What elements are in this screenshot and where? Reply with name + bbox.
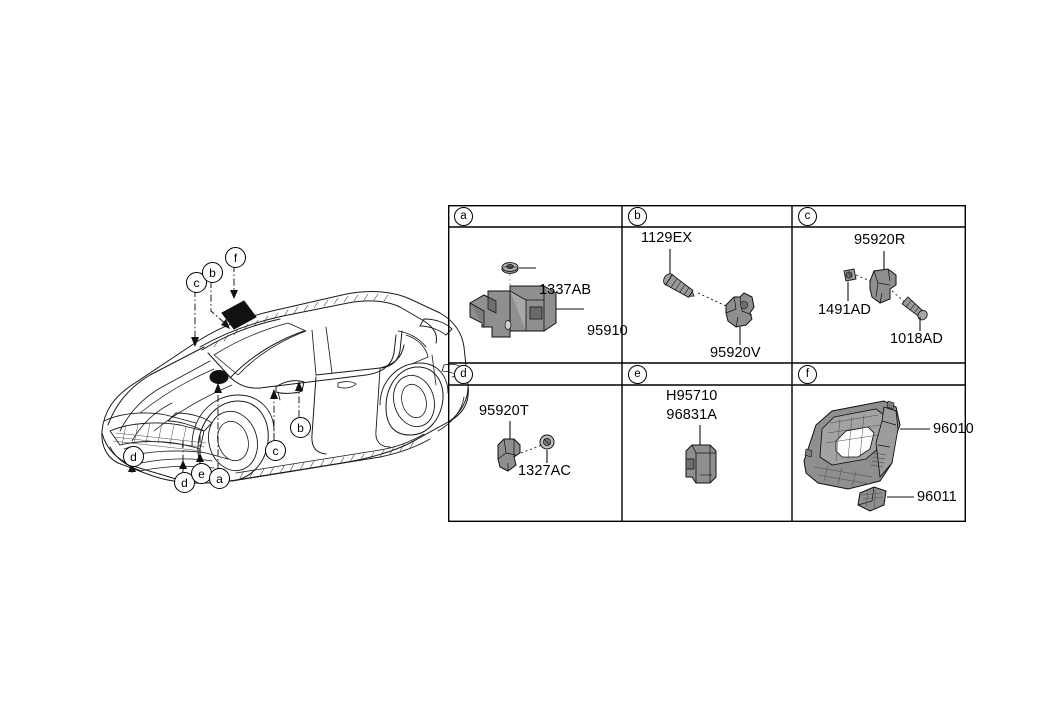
part-art-f — [803, 400, 930, 512]
part-label-1129EX: 1129EX — [641, 230, 693, 246]
part-label-1327AC: 1327AC — [518, 463, 571, 479]
part-module-95910 — [469, 285, 557, 338]
callout-d-bottom[interactable]: d — [174, 472, 195, 493]
part-sensor-95920V — [725, 292, 755, 328]
callout-label: f — [233, 250, 238, 265]
cell-badge-label: b — [634, 209, 641, 222]
cell-c-header: c — [792, 205, 966, 227]
part-art-d — [497, 421, 555, 472]
table-grid — [447, 204, 966, 523]
cell-a-header: a — [448, 205, 622, 227]
part-console-cover-96011 — [857, 486, 887, 512]
callout-b-right[interactable]: b — [290, 417, 311, 438]
part-clip-1327AC — [539, 434, 555, 450]
cell-a-body: 1337AB 95910 — [448, 227, 628, 363]
cell-badge-label: d — [460, 367, 467, 380]
callout-label: e — [198, 466, 205, 481]
part-bolt-1129EX — [663, 273, 695, 298]
cell-badge-label: a — [460, 209, 467, 222]
cell-f: f — [792, 363, 974, 522]
cell-e-header: e — [622, 363, 792, 385]
callout-label: d — [130, 449, 137, 464]
cell-d-header: d — [448, 363, 622, 385]
callout-label: c — [272, 443, 279, 458]
cell-a: a — [448, 205, 628, 363]
part-label-95920V: 95920V — [710, 345, 761, 361]
part-sensor-96831A — [685, 444, 717, 484]
part-label-96010: 96010 — [933, 421, 974, 437]
cell-badge-b: b — [628, 207, 647, 226]
marker-overhead-console — [221, 300, 257, 330]
callout-c-upper[interactable]: c — [186, 272, 207, 293]
cell-badge-label: e — [634, 367, 641, 380]
cell-badge-label: f — [805, 367, 810, 380]
part-label-95920T: 95920T — [479, 403, 529, 419]
part-art-c — [843, 251, 928, 331]
cell-d: d — [448, 363, 622, 522]
callout-label: c — [193, 275, 200, 290]
callout-label: b — [209, 265, 216, 280]
part-art-b — [663, 249, 755, 345]
callout-a-bottom[interactable]: a — [209, 468, 230, 489]
part-nut-1337AB — [501, 262, 519, 274]
cell-b-header: b — [622, 205, 792, 227]
cell-c-body: 95920R 1491AD 1018AD — [792, 227, 966, 363]
part-bolt-1018AD — [901, 296, 928, 321]
cell-badge-e: e — [628, 365, 647, 384]
callout-label: a — [216, 471, 223, 486]
part-sensor-95920T — [497, 438, 521, 472]
part-art-a — [469, 262, 584, 338]
cell-f-body: 96010 96011 — [792, 385, 974, 522]
cell-f-header: f — [792, 363, 966, 385]
cell-badge-c: c — [798, 207, 817, 226]
cell-badge-a: a — [454, 207, 473, 226]
cell-badge-label: c — [804, 209, 811, 222]
part-label-95910: 95910 — [587, 323, 628, 339]
cell-b-body: 1129EX 95920V — [622, 227, 792, 363]
cell-badge-f: f — [798, 365, 817, 384]
part-label-96011: 96011 — [917, 489, 957, 505]
part-console-96010 — [803, 400, 901, 490]
part-art-e — [685, 425, 717, 484]
part-clip-1491AD — [843, 268, 857, 282]
marker-airbag-module — [209, 370, 229, 384]
cell-badge-d: d — [454, 365, 473, 384]
callout-c-right[interactable]: c — [265, 440, 286, 461]
callout-f-upper[interactable]: f — [225, 247, 246, 268]
cell-c: c — [792, 205, 966, 363]
callout-d-left[interactable]: d — [123, 446, 144, 467]
part-sensor-95920R — [869, 268, 897, 304]
callout-label: b — [297, 420, 304, 435]
part-label-95920R: 95920R — [854, 232, 906, 248]
part-label-1018AD: 1018AD — [890, 331, 943, 347]
part-label-1337AB: 1337AB — [539, 282, 592, 298]
cell-d-body: 95920T 1327AC — [448, 385, 622, 522]
part-label-1491AD: 1491AD — [818, 302, 871, 318]
cell-b: b — [622, 205, 792, 363]
parts-table: a — [447, 204, 974, 523]
vehicle-illustration — [101, 265, 469, 484]
callout-label: d — [181, 475, 188, 490]
callout-b-upper[interactable]: b — [202, 262, 223, 283]
